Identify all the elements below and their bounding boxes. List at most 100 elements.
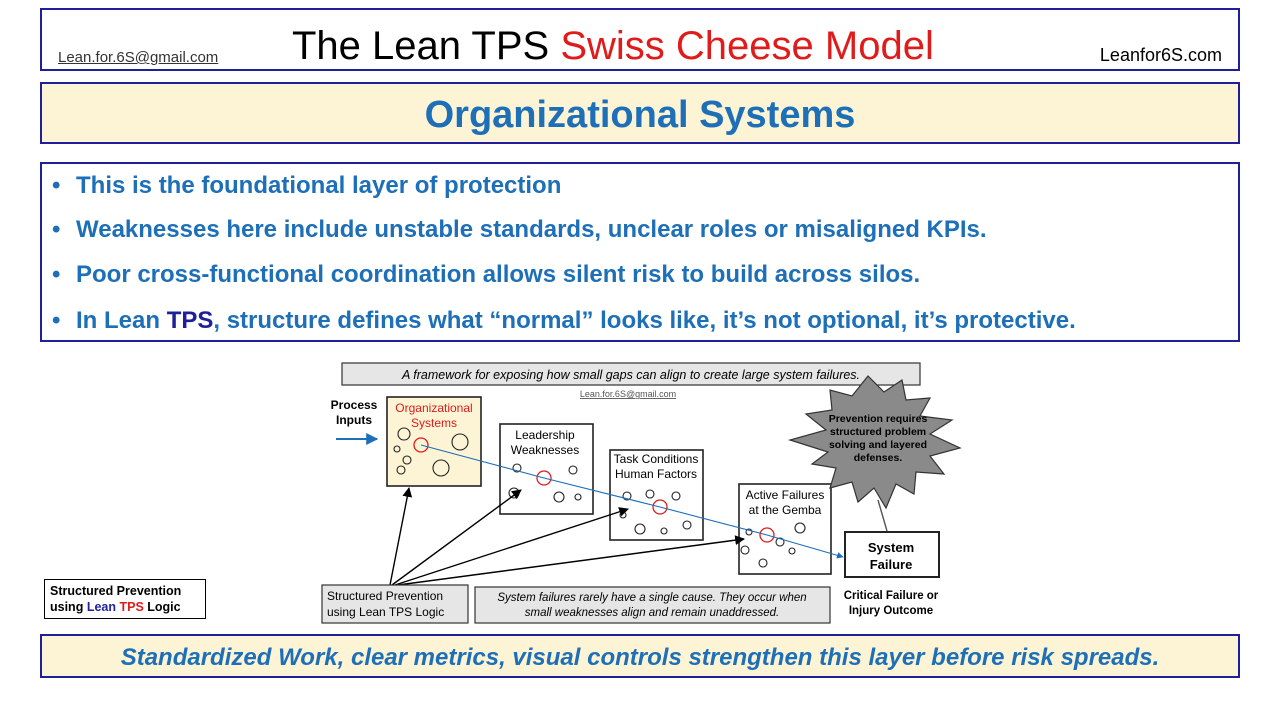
structured-prevention-line1: Structured Prevention [327, 589, 443, 603]
bullet-item: • This is the foundational layer of prote… [52, 172, 561, 200]
cheese-hole [671, 491, 681, 501]
layer-label-line1: Leadership [515, 428, 575, 442]
critical-line1: Critical Failure or [844, 590, 939, 602]
structured-prevention-box [321, 584, 469, 624]
process-inputs-line1: Process [331, 398, 378, 412]
process-inputs-line2: Inputs [336, 413, 372, 427]
diagram-email: Lean.for.6S@gmail.com [580, 389, 676, 399]
cheese-hole [397, 427, 411, 441]
bullet-text-tps: TPS [166, 307, 214, 334]
cheese-hole [432, 459, 450, 477]
bullet-text: This is the foundational layer of protec… [76, 172, 562, 199]
legend-line2: using Lean TPS Logic [50, 599, 200, 615]
burst-text-3: solving and layered [829, 439, 927, 451]
bullet-dot: • [52, 216, 61, 243]
header-site: Leanfor6S.com [1099, 45, 1222, 65]
burst-pointer [877, 499, 888, 532]
layer-label-line1: Task Conditions [614, 452, 699, 466]
layer-organizational-systems: Organizational Systems [386, 396, 482, 487]
cheese-hole [775, 537, 785, 547]
bullet-dot: • [52, 172, 61, 199]
bottom-banner: Standardized Work, clear metrics, visual… [40, 634, 1240, 678]
burst-text-2: structured problem [830, 426, 926, 438]
prevention-arrow [394, 507, 629, 586]
critical-line2: Injury Outcome [849, 605, 933, 617]
cheese-hole [660, 527, 668, 535]
section-title: Organizational Systems [424, 94, 856, 136]
burst-shape [787, 375, 962, 510]
aligned-hole [536, 470, 552, 486]
layer-label-line2: at the Gemba [749, 503, 822, 517]
layer-box [738, 483, 832, 575]
note-line1: System failures rarely have a single cau… [497, 592, 806, 604]
title-part-black: The Lean TPS [292, 24, 561, 68]
bullet-item: •Weaknesses here include unstable standa… [52, 216, 987, 244]
bullet-text-suffix: , structure defines what “normal” looks … [213, 307, 1076, 334]
aligned-hole [413, 437, 429, 453]
structured-prevention-line2: using Lean TPS Logic [327, 605, 444, 619]
section-banner: Organizational Systems [40, 82, 1240, 144]
cheese-hole [553, 491, 565, 503]
legend-line1: Structured Prevention [50, 584, 182, 598]
cheese-hole [574, 493, 582, 501]
diagram-banner-text: A framework for exposing how small gaps … [401, 368, 860, 382]
cheese-hole [393, 445, 401, 453]
cheese-hole [682, 520, 692, 530]
layer-active-failures: Active Failures at the Gemba [738, 483, 832, 575]
layer-label-line2: Human Factors [615, 467, 697, 481]
layer-label-line2: Systems [411, 416, 457, 430]
legend-tps: TPS [119, 600, 144, 614]
bullet-text: Poor cross-functional coordination allow… [76, 261, 921, 288]
prevention-arrow [389, 487, 413, 586]
page-title: The Lean TPS Swiss Cheese Model [292, 24, 934, 69]
prevention-burst: Prevention requires structured problem s… [787, 375, 962, 510]
bullet-dot: • [52, 307, 61, 334]
layer-label-line1: Organizational [395, 401, 472, 415]
header-box: Lean.for.6S@gmail.com The Lean TPS Swiss… [40, 8, 1240, 71]
layer-task-conditions: Task Conditions Human Factors [609, 449, 704, 541]
cheese-hole [758, 558, 768, 568]
system-failure-box [844, 531, 940, 578]
layer-leadership-weaknesses: Leadership Weaknesses [499, 423, 594, 515]
cheese-hole [794, 522, 806, 534]
system-failure-line2: Failure [870, 557, 913, 572]
cheese-hole [512, 463, 522, 473]
prevention-arrow [391, 489, 522, 586]
legend-using: using [50, 600, 87, 614]
cheese-hole [451, 433, 469, 451]
cheese-hole [568, 465, 578, 475]
cheese-hole [740, 545, 750, 555]
bullet-dot: • [52, 261, 61, 288]
cheese-hole [634, 523, 646, 535]
header-email-link[interactable]: Lean.for.6S@gmail.com [58, 49, 219, 66]
bottom-text: Standardized Work, clear metrics, visual… [120, 644, 1160, 671]
system-failure-line1: System [868, 540, 914, 555]
cheese-hole [622, 491, 632, 501]
bullet-text-prefix: In Lean [76, 307, 167, 334]
bullet-list: • This is the foundational layer of prote… [40, 162, 1240, 342]
legend-box: Structured Prevention using Lean TPS Log… [44, 579, 206, 619]
cheese-hole [396, 465, 406, 475]
title-part-red: Swiss Cheese Model [560, 24, 934, 68]
legend-lean: Lean [86, 600, 116, 614]
layer-label-line2: Weaknesses [511, 443, 579, 457]
layer-box [609, 449, 704, 541]
cheese-hole [402, 455, 412, 465]
bullet-item: • Poor cross-functional coordination allo… [52, 261, 920, 289]
legend-logic: Logic [143, 600, 181, 614]
cheese-hole [788, 547, 796, 555]
note-line2: small weaknesses align and remain unaddr… [525, 607, 779, 619]
aligned-hole [759, 527, 775, 543]
aligned-hole [652, 499, 668, 515]
bullet-item: • In Lean TPS, structure defines what “no… [52, 307, 1076, 335]
burst-text-4: defenses. [854, 452, 903, 464]
layer-label-line1: Active Failures [746, 488, 825, 502]
prevention-arrow [397, 535, 745, 586]
cheese-hole [645, 489, 655, 499]
cheese-hole [745, 528, 753, 536]
diagram-banner-box [341, 362, 921, 386]
burst-text-1: Prevention requires [829, 413, 928, 425]
risk-trajectory-line [420, 444, 844, 559]
note-box [474, 586, 831, 624]
